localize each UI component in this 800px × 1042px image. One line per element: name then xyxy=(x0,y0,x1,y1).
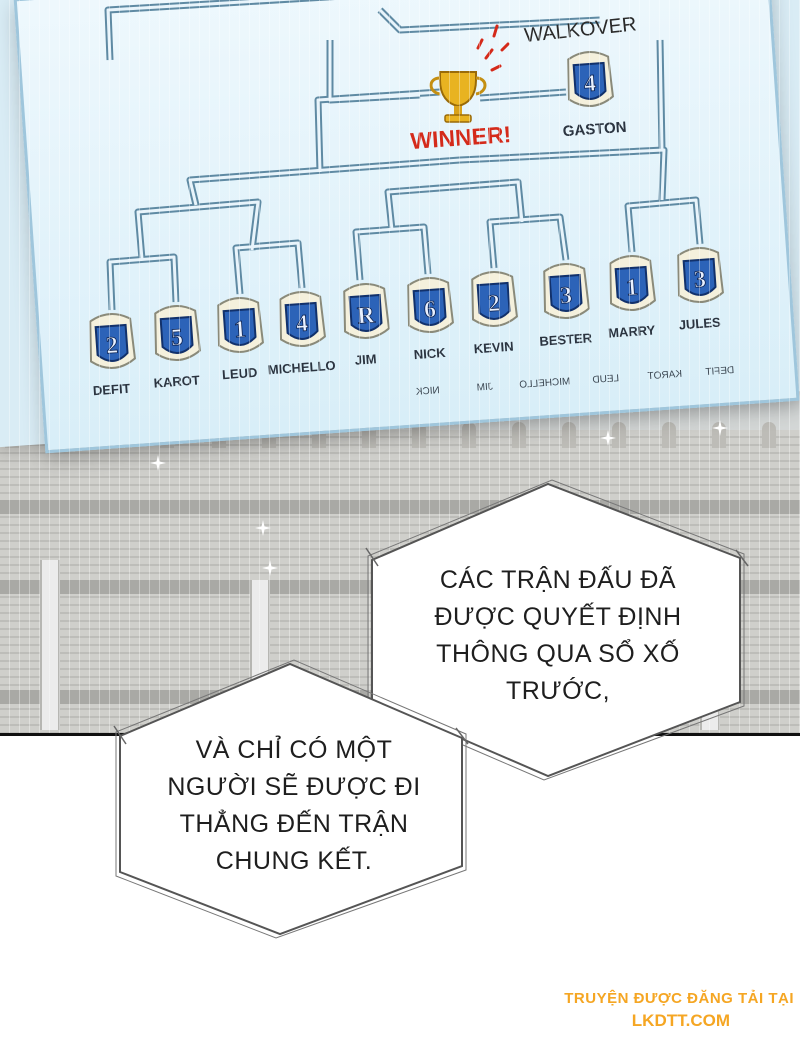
tournament-bracket: WALKOVER WINNER! 4 GASTON 2DEFIT5KAROT1L… xyxy=(89,0,735,399)
bracket-connector-highlight xyxy=(479,90,567,100)
bracket-connector-highlight xyxy=(488,215,568,269)
bracket-lines-inner xyxy=(106,0,702,311)
bubble-1-line: CÁC TRẬN ĐẤU ĐÃ xyxy=(439,566,677,594)
player-badge: 6 xyxy=(407,277,454,333)
speech-bubble-2-text: VÀ CHỈ CÓ MỘT NGƯỜI SẼ ĐƯỢC ĐI THẲNG ĐẾN… xyxy=(144,732,444,880)
mirrored-name-strip: DEFIT KAROT LEUD MICHELLO JIM NICK xyxy=(415,365,734,398)
bubble-2-line: CHUNG KẾT. xyxy=(215,847,373,875)
bracket-connector-highlight xyxy=(136,200,260,260)
speech-bubble-1-text: CÁC TRẬN ĐẤU ĐÃ ĐƯỢC QUYẾT ĐỊNH THÔNG QU… xyxy=(398,562,718,710)
bracket-connector-highlight xyxy=(386,180,524,231)
bracket-connector-highlight xyxy=(378,8,601,32)
bracket-connector-highlight xyxy=(106,0,302,61)
player-seed: 1 xyxy=(625,275,639,302)
credit-url[interactable]: LKDTT.COM xyxy=(631,1011,730,1030)
mirrored-player-name: MICHELLO xyxy=(519,376,571,391)
player-seed: 5 xyxy=(170,325,184,352)
bracket-connector-highlight xyxy=(234,241,304,295)
player-badge: R xyxy=(343,283,390,339)
player-name: DEFIT xyxy=(92,381,131,399)
player-badge: 1 xyxy=(609,255,656,311)
sparkle-icon xyxy=(600,430,616,446)
bubble-2-line: NGƯỜI SẼ ĐƯỢC ĐI xyxy=(167,773,421,801)
player-seed: 2 xyxy=(105,333,119,360)
player-name: NICK xyxy=(413,345,446,362)
sparkle-icon xyxy=(712,420,728,436)
mirrored-player-name: LEUD xyxy=(592,373,619,386)
bracket-connector-highlight xyxy=(188,148,666,206)
bubble-2-line: VÀ CHỈ CÓ MỘT xyxy=(195,736,393,764)
finalist-name: GASTON xyxy=(562,119,627,140)
player-badge: 5 xyxy=(154,305,201,361)
player-badge: 3 xyxy=(677,247,724,303)
site-credit: TRUYỆN ĐƯỢC ĐĂNG TẢI TẠI LKDTT.COM xyxy=(564,990,794,1031)
finalist-badge: 4 xyxy=(567,51,614,107)
finalist-seed-badge: 4 xyxy=(567,51,614,107)
player-badge: 3 xyxy=(543,263,590,319)
speech-bubble-2 xyxy=(113,659,469,939)
bracket-connector-highlight xyxy=(354,225,430,281)
stadium-pillar xyxy=(40,560,60,730)
wall-merlon xyxy=(412,422,426,448)
bracket-connector-highlight xyxy=(108,255,178,311)
player-name: JULES xyxy=(678,315,721,333)
bubble-1-line: ĐƯỢC QUYẾT ĐỊNH xyxy=(434,603,682,631)
bracket-connector-highlight xyxy=(658,39,664,151)
player-seed: 2 xyxy=(487,291,501,318)
mirrored-player-name: NICK xyxy=(415,385,440,398)
player-name: MARRY xyxy=(608,322,656,340)
sparkle-icon xyxy=(262,560,278,576)
player-badge: 2 xyxy=(89,313,136,369)
wall-merlon xyxy=(762,422,776,448)
player-badges: 2DEFIT5KAROT1LEUD4MICHELLORJIM6NICK2KEVI… xyxy=(89,247,724,399)
bubble-2-line: THẲNG ĐẾN TRẬN xyxy=(179,810,409,838)
player-badge: 1 xyxy=(217,297,264,353)
wall-merlon xyxy=(612,422,626,448)
sparkle-icon xyxy=(150,455,166,471)
player-seed: 1 xyxy=(233,317,247,344)
credit-line: TRUYỆN ĐƯỢC ĐĂNG TẢI TẠI xyxy=(564,990,794,1007)
player-badge: 2 xyxy=(471,271,518,327)
player-seed: 6 xyxy=(423,297,437,324)
sparkle-icon xyxy=(255,520,271,536)
player-name: KEVIN xyxy=(473,339,514,357)
player-name: LEUD xyxy=(222,365,258,382)
player-seed: 4 xyxy=(583,71,597,98)
player-name: JIM xyxy=(354,351,377,367)
bracket-connector-highlight xyxy=(328,40,421,102)
wall-merlon xyxy=(462,422,476,448)
player-seed: R xyxy=(356,302,376,329)
player-name: MICHELLO xyxy=(267,358,336,378)
wall-merlon xyxy=(662,422,676,448)
player-seed: 3 xyxy=(559,283,573,310)
emphasis-marks xyxy=(476,24,510,72)
trophy-icon xyxy=(429,71,487,123)
bracket-connector-highlight xyxy=(626,198,702,253)
mirrored-player-name: KAROT xyxy=(647,369,682,382)
mirrored-player-name: JIM xyxy=(476,381,493,393)
wall-merlon xyxy=(512,422,526,448)
bubble-1-line: THÔNG QUA SỔ XỐ xyxy=(436,640,680,668)
player-badge: 4 xyxy=(279,291,326,347)
player-name: KAROT xyxy=(153,372,200,390)
mirrored-player-name: DEFIT xyxy=(705,365,735,378)
wall-merlon xyxy=(562,422,576,448)
player-seed: 3 xyxy=(693,267,707,294)
bubble-1-line: TRƯỚC, xyxy=(505,677,611,705)
player-name: BESTER xyxy=(539,330,593,349)
player-seed: 4 xyxy=(295,311,309,338)
